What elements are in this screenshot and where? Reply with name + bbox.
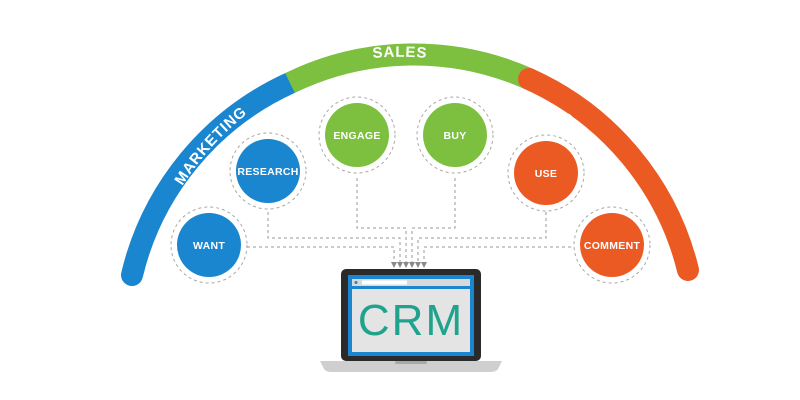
connector-use xyxy=(417,206,547,262)
connector-lines xyxy=(247,178,577,262)
browser-address-bar xyxy=(362,280,407,285)
svg-text:COMMENT: COMMENT xyxy=(584,240,641,252)
connector-comment xyxy=(423,246,577,262)
svg-text:BUY: BUY xyxy=(443,130,466,142)
laptop-notch xyxy=(395,361,427,364)
arc-marketing-segment xyxy=(121,72,301,286)
browser-dot-icon xyxy=(354,281,358,284)
node-buy: BUY xyxy=(416,96,494,174)
node-use: USE xyxy=(507,134,585,212)
svg-text:ENGAGE: ENGAGE xyxy=(333,130,380,142)
browser-toolbar xyxy=(352,279,470,286)
connector-engage xyxy=(356,178,407,262)
arc-label-sales: SALES xyxy=(372,44,428,62)
svg-text:RESEARCH: RESEARCH xyxy=(237,166,298,178)
arc-support-segment xyxy=(518,68,699,281)
node-research: RESEARCH xyxy=(229,132,307,210)
node-engage: ENGAGE xyxy=(318,96,396,174)
laptop-base xyxy=(320,361,502,372)
laptop: CRM xyxy=(320,269,502,372)
crm-panel xyxy=(352,289,470,352)
arc-sales-segment xyxy=(285,43,534,93)
connector-research xyxy=(267,206,401,262)
node-comment: COMMENT xyxy=(573,206,651,284)
svg-text:USE: USE xyxy=(535,168,558,180)
connector-arrowheads xyxy=(391,262,427,268)
svg-text:WANT: WANT xyxy=(193,240,225,252)
node-want: WANT xyxy=(170,206,248,284)
connector-want xyxy=(247,246,395,262)
connector-buy xyxy=(411,178,456,262)
crm-screen-text: CRM xyxy=(358,296,464,345)
